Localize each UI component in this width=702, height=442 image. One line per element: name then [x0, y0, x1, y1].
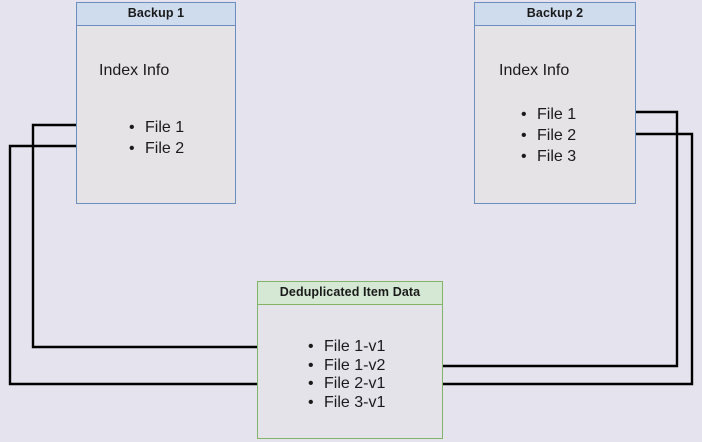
backup-2-title: Backup 2: [475, 3, 635, 26]
deduplicated-item-data-title: Deduplicated Item Data: [258, 282, 442, 305]
deduplicated-item-data-body: File 1-v1 File 1-v2 File 2-v1 File 3-v1: [258, 305, 442, 438]
deduplicated-item-data-box[interactable]: Deduplicated Item Data File 1-v1 File 1-…: [257, 281, 443, 439]
dedup-item[interactable]: File 1-v2: [306, 357, 385, 376]
backup-2-body: Index Info File 1 File 2 File 3: [475, 26, 635, 203]
backup-1-file-list: File 1 File 2: [127, 117, 184, 159]
dedup-item-list: File 1-v1 File 1-v2 File 2-v1 File 3-v1: [306, 338, 385, 412]
backup-2-file-item[interactable]: File 3: [519, 146, 576, 167]
backup-2-box[interactable]: Backup 2 Index Info File 1 File 2 File 3: [474, 2, 636, 204]
backup-1-index-label: Index Info: [99, 62, 170, 79]
backup-1-file-item[interactable]: File 1: [127, 117, 184, 138]
backup-2-file-item[interactable]: File 2: [519, 125, 576, 146]
backup-2-index-label: Index Info: [499, 62, 570, 79]
backup-2-file-item[interactable]: File 1: [519, 104, 576, 125]
backup-1-box[interactable]: Backup 1 Index Info File 1 File 2: [76, 2, 236, 204]
dedup-item[interactable]: File 2-v1: [306, 375, 385, 394]
backup-1-file-item[interactable]: File 2: [127, 138, 184, 159]
backup-1-body: Index Info File 1 File 2: [77, 26, 235, 203]
dedup-item[interactable]: File 1-v1: [306, 338, 385, 357]
dedup-item[interactable]: File 3-v1: [306, 394, 385, 413]
backup-2-file-list: File 1 File 2 File 3: [519, 104, 576, 167]
backup-1-title: Backup 1: [77, 3, 235, 26]
